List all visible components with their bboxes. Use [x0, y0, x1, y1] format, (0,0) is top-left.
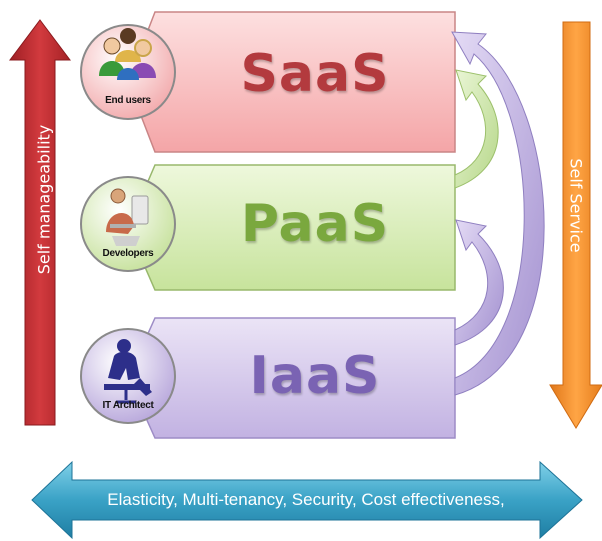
paas-to-saas-curved-arrow: [454, 69, 499, 189]
iaas-to-paas-curved-arrow: [454, 219, 504, 346]
saas-label: SaaS: [240, 44, 390, 104]
end-users-label: End users: [105, 95, 151, 106]
bottom-double-arrow: [31, 460, 583, 540]
developer-icon: [106, 188, 149, 246]
it-architect-label: IT Architect: [102, 400, 154, 411]
self-service-label: Self Service: [566, 158, 586, 253]
self-manageability-arrow: [9, 19, 71, 426]
end-users-icon: [99, 28, 156, 80]
self-manageability-label: Self manageability: [34, 124, 54, 275]
self-service-arrow: [549, 21, 602, 429]
it-architect-icon: [104, 339, 152, 404]
developers-label: Developers: [102, 248, 154, 259]
iaas-label: IaaS: [249, 346, 381, 406]
iaas-to-saas-curved-arrow: [451, 31, 545, 396]
bottom-arrow-label: Elasticity, Multi-tenancy, Security, Cos…: [107, 490, 505, 509]
paas-label: PaaS: [240, 194, 390, 254]
